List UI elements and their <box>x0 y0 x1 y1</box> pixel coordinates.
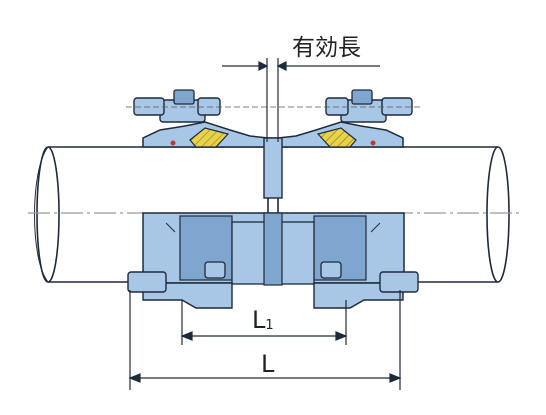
dimension-l <box>128 290 402 390</box>
l1-label-main: L <box>252 306 266 334</box>
lower-body-section <box>127 212 419 309</box>
l-label: L <box>261 350 275 378</box>
effective-length-label: 有効長 <box>292 35 361 61</box>
upper-flange-section <box>126 89 420 199</box>
l1-label: L1 <box>252 306 274 334</box>
dimension-l1 <box>180 300 348 345</box>
dimension-effective-length <box>222 58 380 142</box>
l1-label-subscript: 1 <box>265 318 274 333</box>
